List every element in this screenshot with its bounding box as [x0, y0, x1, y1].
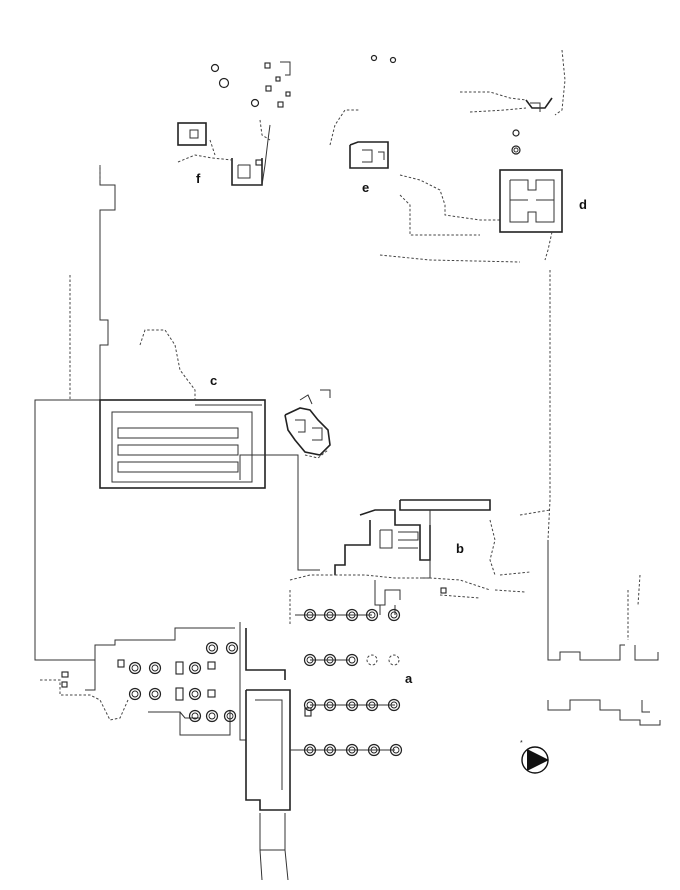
site-label-b: b	[456, 541, 464, 556]
ruins-near-c	[284, 389, 331, 459]
north-arrow-icon: *	[520, 740, 549, 774]
building-f	[177, 61, 291, 186]
site-label-a: a	[405, 671, 413, 686]
site-label-e: e	[362, 180, 369, 195]
building-a-column-bases	[117, 608, 403, 757]
site-label-c: c	[210, 373, 217, 388]
building-e	[329, 54, 521, 263]
building-b	[289, 499, 496, 606]
building-d	[460, 49, 566, 261]
building-c-storerooms	[99, 329, 320, 571]
building-a-colonnades	[290, 605, 396, 751]
building-f-column-bases	[210, 62, 291, 108]
site-label-f: f	[196, 171, 201, 186]
site-label-d: d	[579, 197, 587, 212]
north-arrow-mark: *	[520, 740, 523, 747]
east-enclosure-wall	[494, 270, 661, 726]
outer-enclosure-wall	[34, 165, 262, 661]
building-a-walls	[40, 590, 312, 881]
